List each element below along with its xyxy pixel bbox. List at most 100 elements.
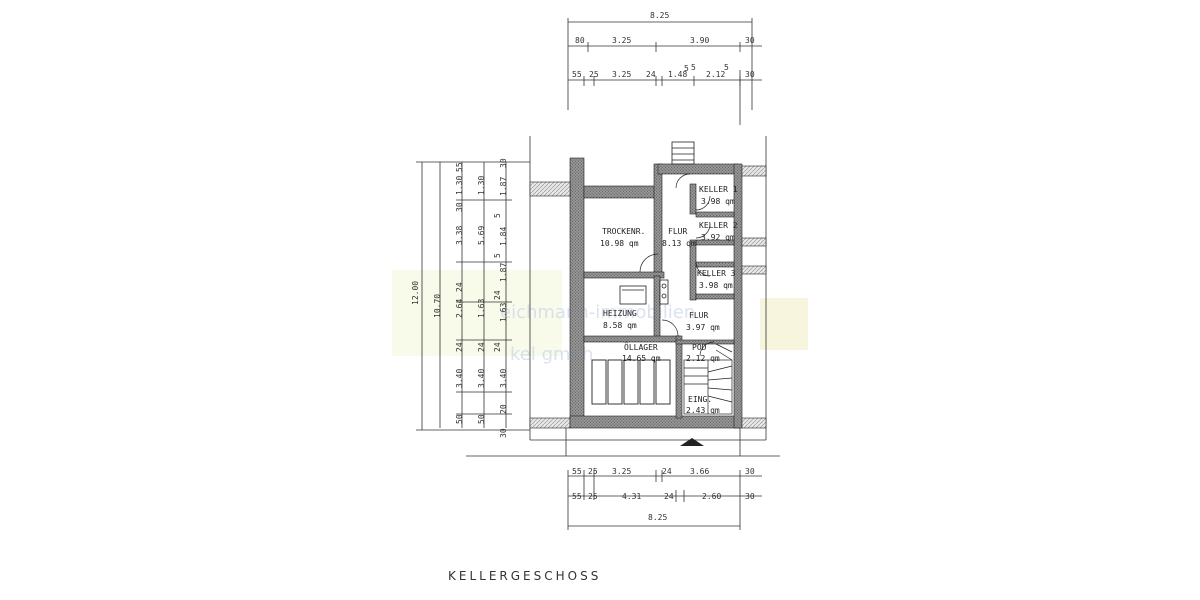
plan-title: KELLERGESCHOSS [448, 569, 601, 583]
svg-text:KELLER 1: KELLER 1 [699, 185, 738, 194]
svg-text:30: 30 [745, 492, 755, 501]
svg-text:TROCKENR.: TROCKENR. [602, 227, 645, 236]
svg-text:24: 24 [646, 70, 656, 79]
svg-text:24: 24 [493, 342, 502, 352]
svg-text:2.12 qm: 2.12 qm [686, 354, 720, 363]
room-trockenraum: TROCKENR. 10.98 qm [600, 227, 645, 248]
svg-text:1.48: 1.48 [668, 70, 687, 79]
svg-text:14.65 qm: 14.65 qm [622, 354, 661, 363]
dim-top-row3: 55 25 3.25 24 1.48 5 5 2.12 5 30 [572, 63, 755, 79]
svg-text:1.63: 1.63 [477, 299, 486, 318]
svg-text:3.38: 3.38 [455, 226, 464, 245]
dim-top-row2: 80 3.25 3.90 30 [575, 36, 755, 45]
dim-left-col5: 30 1.87 5 1.84 5 1.87 24 1.63 24 3.40 20… [493, 158, 508, 438]
room-keller-1: KELLER 1 3.98 qm [699, 185, 738, 206]
building [529, 136, 767, 456]
svg-text:2.43 qm: 2.43 qm [686, 406, 720, 415]
svg-text:5.69: 5.69 [477, 226, 486, 245]
svg-text:2.12: 2.12 [706, 70, 725, 79]
room-pod: POD 2.12 qm [686, 343, 720, 363]
svg-text:30: 30 [745, 36, 755, 45]
svg-text:24: 24 [493, 290, 502, 300]
svg-text:ÖLLAGER: ÖLLAGER [624, 342, 658, 352]
entrance-arrow [680, 438, 704, 446]
svg-text:80: 80 [575, 36, 585, 45]
svg-text:10.98 qm: 10.98 qm [600, 239, 639, 248]
svg-text:1.84: 1.84 [499, 227, 508, 246]
svg-text:30: 30 [745, 467, 755, 476]
svg-text:3.25: 3.25 [612, 70, 631, 79]
svg-text:KELLER 2: KELLER 2 [699, 221, 738, 230]
svg-text:55: 55 [572, 467, 582, 476]
svg-text:3.97 qm: 3.97 qm [686, 323, 720, 332]
dim-left-col4: 1.30 5.69 1.63 24 3.40 50 [477, 176, 486, 424]
svg-text:24: 24 [664, 492, 674, 501]
room-keller-3: KELLER 3 3.98 qm [697, 269, 736, 290]
svg-text:55: 55 [572, 70, 582, 79]
dim-top-overall: 8.25 [650, 11, 669, 20]
svg-text:30: 30 [455, 202, 464, 212]
svg-text:FLUR: FLUR [668, 227, 687, 236]
svg-text:1.87: 1.87 [499, 177, 508, 196]
svg-text:1.30: 1.30 [477, 176, 486, 195]
svg-text:30: 30 [499, 428, 508, 438]
dim-bottom-row2: 55 25 4.31 24 2.60 30 [572, 492, 755, 501]
svg-text:3.66: 3.66 [690, 467, 709, 476]
svg-text:1.87: 1.87 [499, 263, 508, 282]
svg-text:24: 24 [662, 467, 672, 476]
svg-text:2.60: 2.60 [702, 492, 721, 501]
dim-bottom-overall: 8.25 [648, 513, 667, 522]
svg-text:1.63: 1.63 [499, 303, 508, 322]
svg-text:5: 5 [691, 63, 696, 72]
wall-north-left [583, 185, 659, 199]
dim-bottom-row1: 55 25 3.25 24 3.66 30 [572, 467, 755, 476]
svg-text:55: 55 [455, 162, 464, 172]
svg-text:3.25: 3.25 [612, 467, 631, 476]
svg-text:FLUR: FLUR [689, 311, 708, 320]
svg-text:20: 20 [499, 404, 508, 414]
wall-south [569, 415, 741, 429]
svg-text:4.31: 4.31 [622, 492, 641, 501]
svg-text:3.25: 3.25 [612, 36, 631, 45]
svg-text:30: 30 [499, 158, 508, 168]
svg-text:8.13 qm: 8.13 qm [662, 239, 696, 248]
room-eingang: EING. 2.43 qm [686, 395, 720, 415]
svg-text:25: 25 [589, 70, 599, 79]
svg-text:3.40: 3.40 [455, 369, 464, 388]
svg-text:POD: POD [692, 343, 707, 352]
top-dimensions [567, 18, 762, 125]
svg-text:50: 50 [477, 414, 486, 424]
room-flur-upper: FLUR 8.13 qm [662, 227, 696, 248]
svg-text:1.30: 1.30 [455, 176, 464, 195]
svg-text:24: 24 [455, 342, 464, 352]
room-heizung: HEIZUNG 8.58 qm [603, 309, 637, 330]
staircase [683, 343, 733, 415]
svg-text:50: 50 [455, 414, 464, 424]
svg-text:3.40: 3.40 [477, 369, 486, 388]
svg-text:24: 24 [477, 342, 486, 352]
svg-text:5: 5 [493, 213, 502, 218]
wall-east [733, 163, 743, 429]
svg-text:EING.: EING. [688, 395, 712, 404]
svg-text:3.90: 3.90 [690, 36, 709, 45]
watermark-line1: eichmann-immobilien [500, 302, 695, 323]
svg-text:3.92 qm: 3.92 qm [701, 233, 735, 242]
dim-left-col2: 10.70 [433, 294, 442, 318]
svg-text:3.98 qm: 3.98 qm [701, 197, 735, 206]
svg-text:KELLER 3: KELLER 3 [697, 269, 736, 278]
bottom-dimensions [567, 470, 762, 530]
oil-tanks [591, 359, 671, 405]
room-keller-2: KELLER 2 3.92 qm [699, 221, 738, 242]
svg-text:25: 25 [588, 467, 598, 476]
svg-text:3.40: 3.40 [499, 369, 508, 388]
svg-text:8.58 qm: 8.58 qm [603, 321, 637, 330]
left-dimensions [416, 161, 780, 457]
wall-west [569, 157, 585, 427]
svg-text:5: 5 [493, 253, 502, 258]
svg-text:55: 55 [572, 492, 582, 501]
svg-text:30: 30 [745, 70, 755, 79]
dim-left-overall: 12.00 [411, 281, 420, 305]
dim-left-col3: 55 1.30 30 3.38 24 2.64 24 3.40 50 [455, 162, 464, 424]
svg-text:3.98 qm: 3.98 qm [699, 281, 733, 290]
